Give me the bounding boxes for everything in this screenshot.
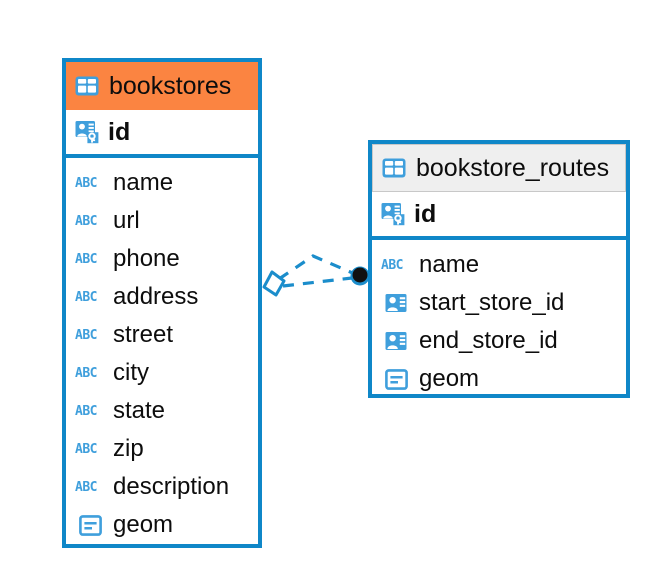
abc-text-icon: ABC <box>75 175 97 191</box>
field-label: geom <box>419 365 480 392</box>
field-label: phone <box>113 245 180 272</box>
abc-text-icon: ABC <box>75 251 97 267</box>
field-label: start_store_id <box>419 289 565 316</box>
relationship-line-upper <box>278 254 356 281</box>
abc-text-icon: ABC <box>75 289 97 305</box>
abc-text-icon: ABC <box>75 403 97 419</box>
table-icon <box>382 158 406 178</box>
field-row[interactable]: ABC phone <box>66 240 258 278</box>
entity-title: bookstores <box>109 71 232 100</box>
field-label: geom <box>113 511 174 538</box>
relationship-line-lower <box>282 276 353 288</box>
foreign-key-icon <box>381 293 411 313</box>
field-row[interactable]: ABC address <box>66 278 258 316</box>
geometry-icon <box>381 368 411 390</box>
abc-text-icon: ABC <box>75 327 97 343</box>
field-label: description <box>113 473 230 500</box>
filled-circle-marker <box>350 266 370 286</box>
field-label: end_store_id <box>419 327 558 354</box>
field-row[interactable]: ABC city <box>66 354 258 392</box>
abc-text-icon: ABC <box>75 479 97 495</box>
field-label: street <box>113 321 174 348</box>
field-label: state <box>113 397 166 424</box>
primary-key-icon <box>75 120 100 145</box>
primary-key-row-bookstore-routes[interactable]: id <box>372 192 626 240</box>
entity-bookstores[interactable]: bookstores id <box>62 58 262 548</box>
field-row[interactable]: start_store_id <box>372 284 626 322</box>
abc-text-icon: ABC <box>75 365 97 381</box>
field-row[interactable]: ABC state <box>66 392 258 430</box>
field-label: url <box>113 207 140 234</box>
table-icon <box>75 76 99 96</box>
entity-header-bookstores[interactable]: bookstores <box>66 62 258 110</box>
entity-bookstore-routes[interactable]: bookstore_routes id <box>368 140 630 398</box>
field-row[interactable]: ABC street <box>66 316 258 354</box>
field-label: zip <box>113 435 144 462</box>
field-list-bookstore-routes: ABC name start_store_id <box>372 240 626 402</box>
primary-key-icon <box>381 202 406 227</box>
primary-key-label: id <box>108 117 131 146</box>
abc-text-icon: ABC <box>75 441 97 457</box>
diamond-marker <box>262 270 286 297</box>
field-row[interactable]: ABC description <box>66 468 258 506</box>
abc-text-icon: ABC <box>381 257 403 273</box>
abc-text-icon: ABC <box>75 213 97 229</box>
entity-header-bookstore-routes[interactable]: bookstore_routes <box>372 144 626 192</box>
geometry-icon <box>75 514 105 536</box>
field-row[interactable]: ABC name <box>66 164 258 202</box>
entity-title: bookstore_routes <box>416 153 610 182</box>
field-row[interactable]: ABC name <box>372 246 626 284</box>
primary-key-label: id <box>414 199 437 228</box>
field-label: name <box>419 251 480 278</box>
field-list-bookstores: ABC name ABC url ABC phone ABC address A… <box>66 158 258 548</box>
field-row[interactable]: geom <box>372 360 626 398</box>
primary-key-row-bookstores[interactable]: id <box>66 110 258 158</box>
field-label: city <box>113 359 149 386</box>
field-row[interactable]: ABC zip <box>66 430 258 468</box>
foreign-key-icon <box>381 331 411 351</box>
field-row[interactable]: geom <box>66 506 258 544</box>
field-label: name <box>113 169 174 196</box>
field-label: address <box>113 283 199 310</box>
field-row[interactable]: ABC url <box>66 202 258 240</box>
field-row[interactable]: end_store_id <box>372 322 626 360</box>
